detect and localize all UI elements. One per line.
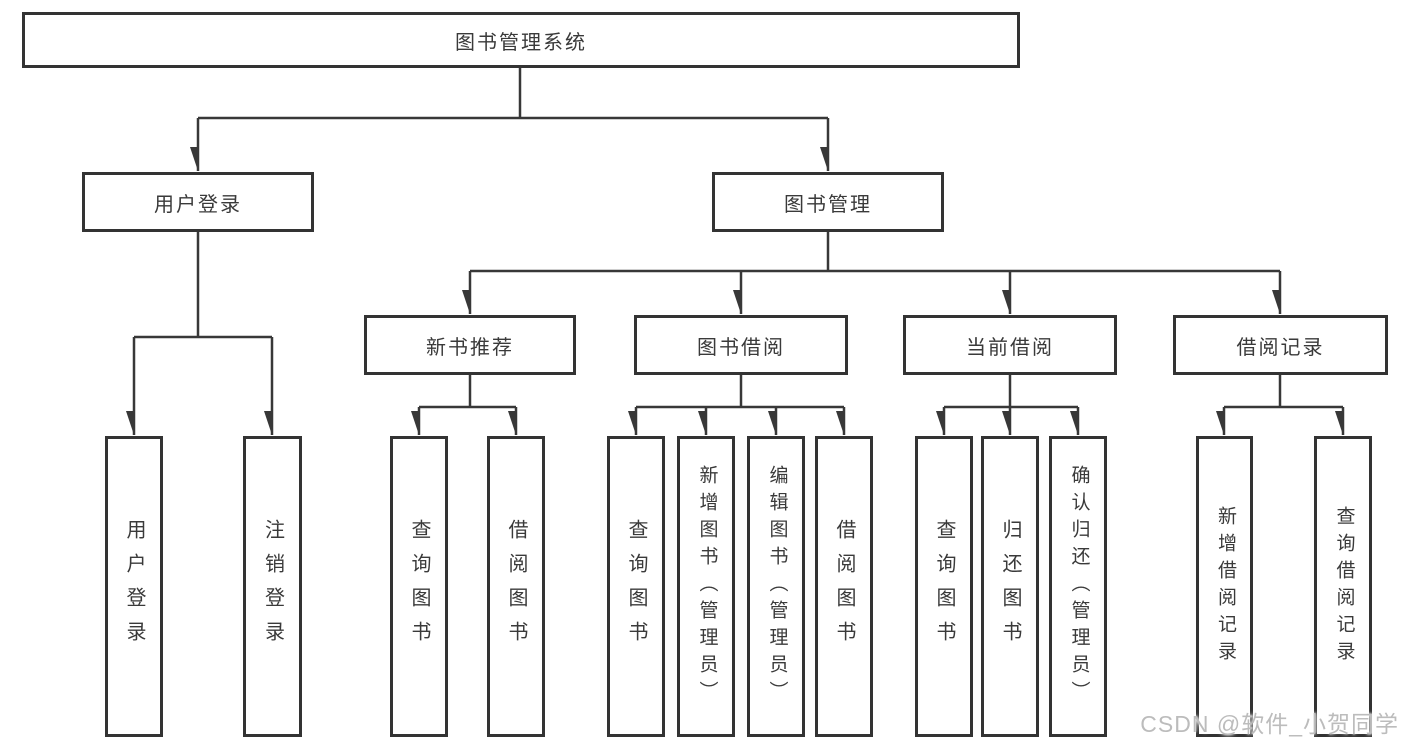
leaf-user-login: 用户登录: [105, 436, 163, 737]
leaf-query-books-recommend: 查询图书: [390, 436, 448, 737]
csdn-watermark: CSDN @软件_小贺同学: [1140, 711, 1399, 737]
leaf-borrow-books-recommend: 借阅图书: [487, 436, 545, 737]
node-book-borrow: 图书借阅: [634, 315, 848, 375]
leaf-return-book: 归还图书: [981, 436, 1039, 737]
node-library-system: 图书管理系统: [22, 12, 1020, 68]
node-user-login: 用户登录: [82, 172, 314, 232]
leaf-logout: 注销登录: [243, 436, 302, 737]
leaf-query-borrow-record: 查询借阅记录: [1314, 436, 1372, 737]
leaf-edit-book-admin: 编辑图书（管理员）: [747, 436, 805, 737]
node-current-borrow: 当前借阅: [903, 315, 1117, 375]
leaf-add-borrow-record: 新增借阅记录: [1196, 436, 1253, 737]
leaf-query-books-current: 查询图书: [915, 436, 973, 737]
leaf-confirm-return-admin: 确认归还（管理员）: [1049, 436, 1107, 737]
leaf-add-book-admin: 新增图书（管理员）: [677, 436, 735, 737]
leaf-borrow-books: 借阅图书: [815, 436, 873, 737]
node-book-management: 图书管理: [712, 172, 944, 232]
leaf-query-books-borrow: 查询图书: [607, 436, 665, 737]
node-new-book-recommend: 新书推荐: [364, 315, 576, 375]
node-borrow-records: 借阅记录: [1173, 315, 1388, 375]
